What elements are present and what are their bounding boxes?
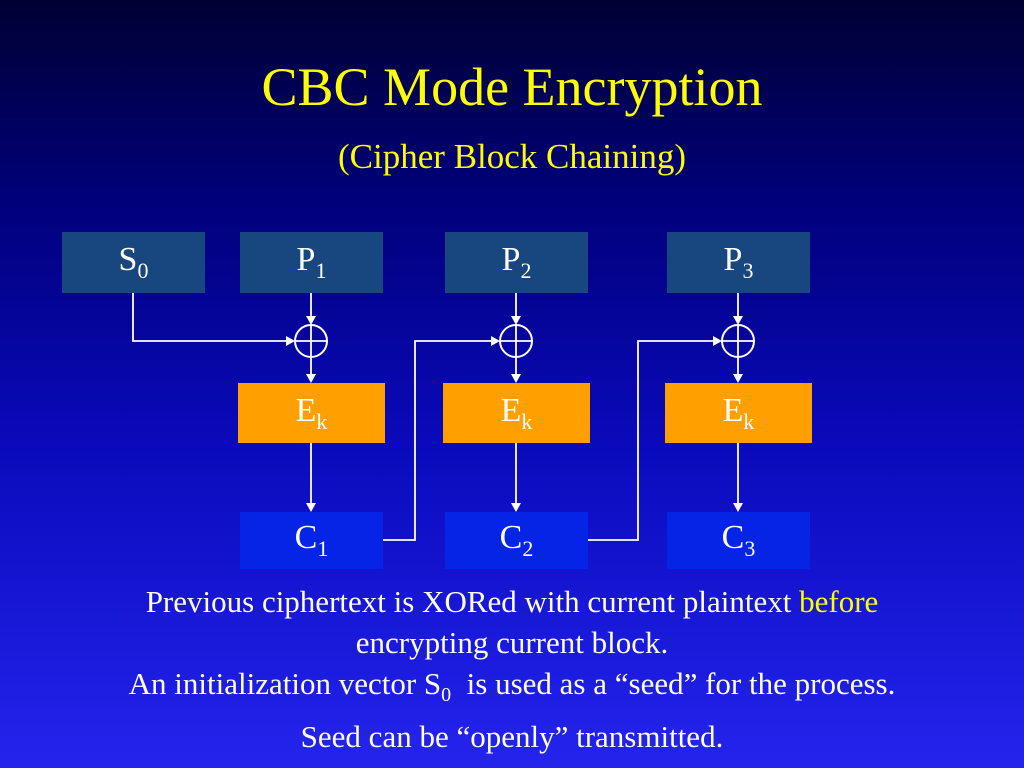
- block-ek2: Ek: [443, 383, 590, 443]
- block-ek2-label: Ek: [500, 391, 533, 434]
- block-c3: C3: [667, 512, 810, 569]
- block-p1: P1: [240, 232, 383, 293]
- block-ek1-subscript: k: [316, 408, 328, 434]
- connector-e2-to-c2: [511, 443, 521, 512]
- connector-p2-to-xor2: [511, 293, 521, 325]
- block-p1-subscript: 1: [315, 257, 327, 283]
- block-ek1: Ek: [238, 383, 385, 443]
- note-line-3-pre: An initialization vector S: [128, 666, 442, 701]
- note-line-4: Seed can be “openly” transmitted.: [0, 716, 1024, 757]
- block-p3-base: P: [723, 241, 743, 279]
- block-s0: S0: [62, 232, 205, 293]
- connector-xor2-to-e2: [511, 357, 521, 383]
- block-s0-label: S0: [119, 243, 149, 282]
- block-ek3-label: Ek: [722, 391, 755, 434]
- notes-text: Previous ciphertext is XORed with curren…: [0, 581, 1024, 757]
- connector-xor3-to-e3: [733, 357, 743, 383]
- block-ek1-base: E: [295, 391, 317, 429]
- block-ek3-base: E: [722, 391, 744, 429]
- note-line-3-subscript: 0: [441, 684, 452, 707]
- block-p2-label: P2: [502, 243, 532, 282]
- block-c2: C2: [445, 512, 588, 569]
- connector-p1-to-xor1: [306, 293, 316, 325]
- block-p3: P3: [667, 232, 810, 293]
- note-line-2: encrypting current block.: [0, 622, 1024, 663]
- note-line-4-text: Seed can be “openly” transmitted.: [300, 719, 724, 755]
- xor2-icon: [499, 324, 533, 358]
- block-ek3-subscript: k: [743, 408, 755, 434]
- block-c3-label: C3: [722, 521, 756, 560]
- note-line-3: An initialization vector S0 is used as a…: [0, 663, 1024, 716]
- block-ek2-base: E: [500, 391, 522, 429]
- block-p1-base: P: [296, 241, 316, 279]
- block-c3-base: C: [721, 519, 745, 557]
- block-s0-subscript: 0: [137, 257, 149, 283]
- block-p2: P2: [445, 232, 588, 293]
- note-line-1-highlight: before: [799, 584, 879, 619]
- page-title: CBC Mode Encryption: [261, 57, 763, 117]
- block-c3-subscript: 3: [744, 535, 756, 561]
- page-subtitle: (Cipher Block Chaining): [337, 137, 686, 176]
- xor3-icon: [721, 324, 755, 358]
- block-c2-label: C2: [500, 521, 534, 560]
- connector-e3-to-c3: [733, 443, 743, 512]
- block-p3-subscript: 3: [742, 257, 754, 283]
- connector-e1-to-c1: [306, 443, 316, 512]
- block-ek2-subscript: k: [521, 408, 533, 434]
- block-p3-label: P3: [724, 243, 754, 282]
- connector-s0-to-xor1: [132, 293, 295, 346]
- block-c1-base: C: [294, 519, 318, 557]
- block-c2-subscript: 2: [522, 535, 534, 561]
- note-line-1: Previous ciphertext is XORed with curren…: [0, 581, 1024, 622]
- note-line-2-text: encrypting current block.: [355, 625, 669, 660]
- connector-xor1-to-e1: [306, 357, 316, 383]
- block-c1-subscript: 1: [317, 535, 329, 561]
- xor1-icon: [294, 324, 328, 358]
- block-p2-subscript: 2: [520, 257, 532, 283]
- note-line-3-post: is used as a “seed” for the process.: [451, 666, 896, 701]
- block-ek3: Ek: [665, 383, 812, 443]
- block-c1: C1: [240, 512, 383, 569]
- block-p2-base: P: [501, 241, 521, 279]
- connector-p3-to-xor3: [733, 293, 743, 325]
- block-ek1-label: Ek: [295, 391, 328, 434]
- block-c1-label: C1: [295, 521, 329, 560]
- block-c2-base: C: [499, 519, 523, 557]
- block-p1-label: P1: [297, 243, 327, 282]
- note-line-1-main: Previous ciphertext is XORed with curren…: [145, 584, 800, 619]
- block-s0-base: S: [118, 241, 138, 279]
